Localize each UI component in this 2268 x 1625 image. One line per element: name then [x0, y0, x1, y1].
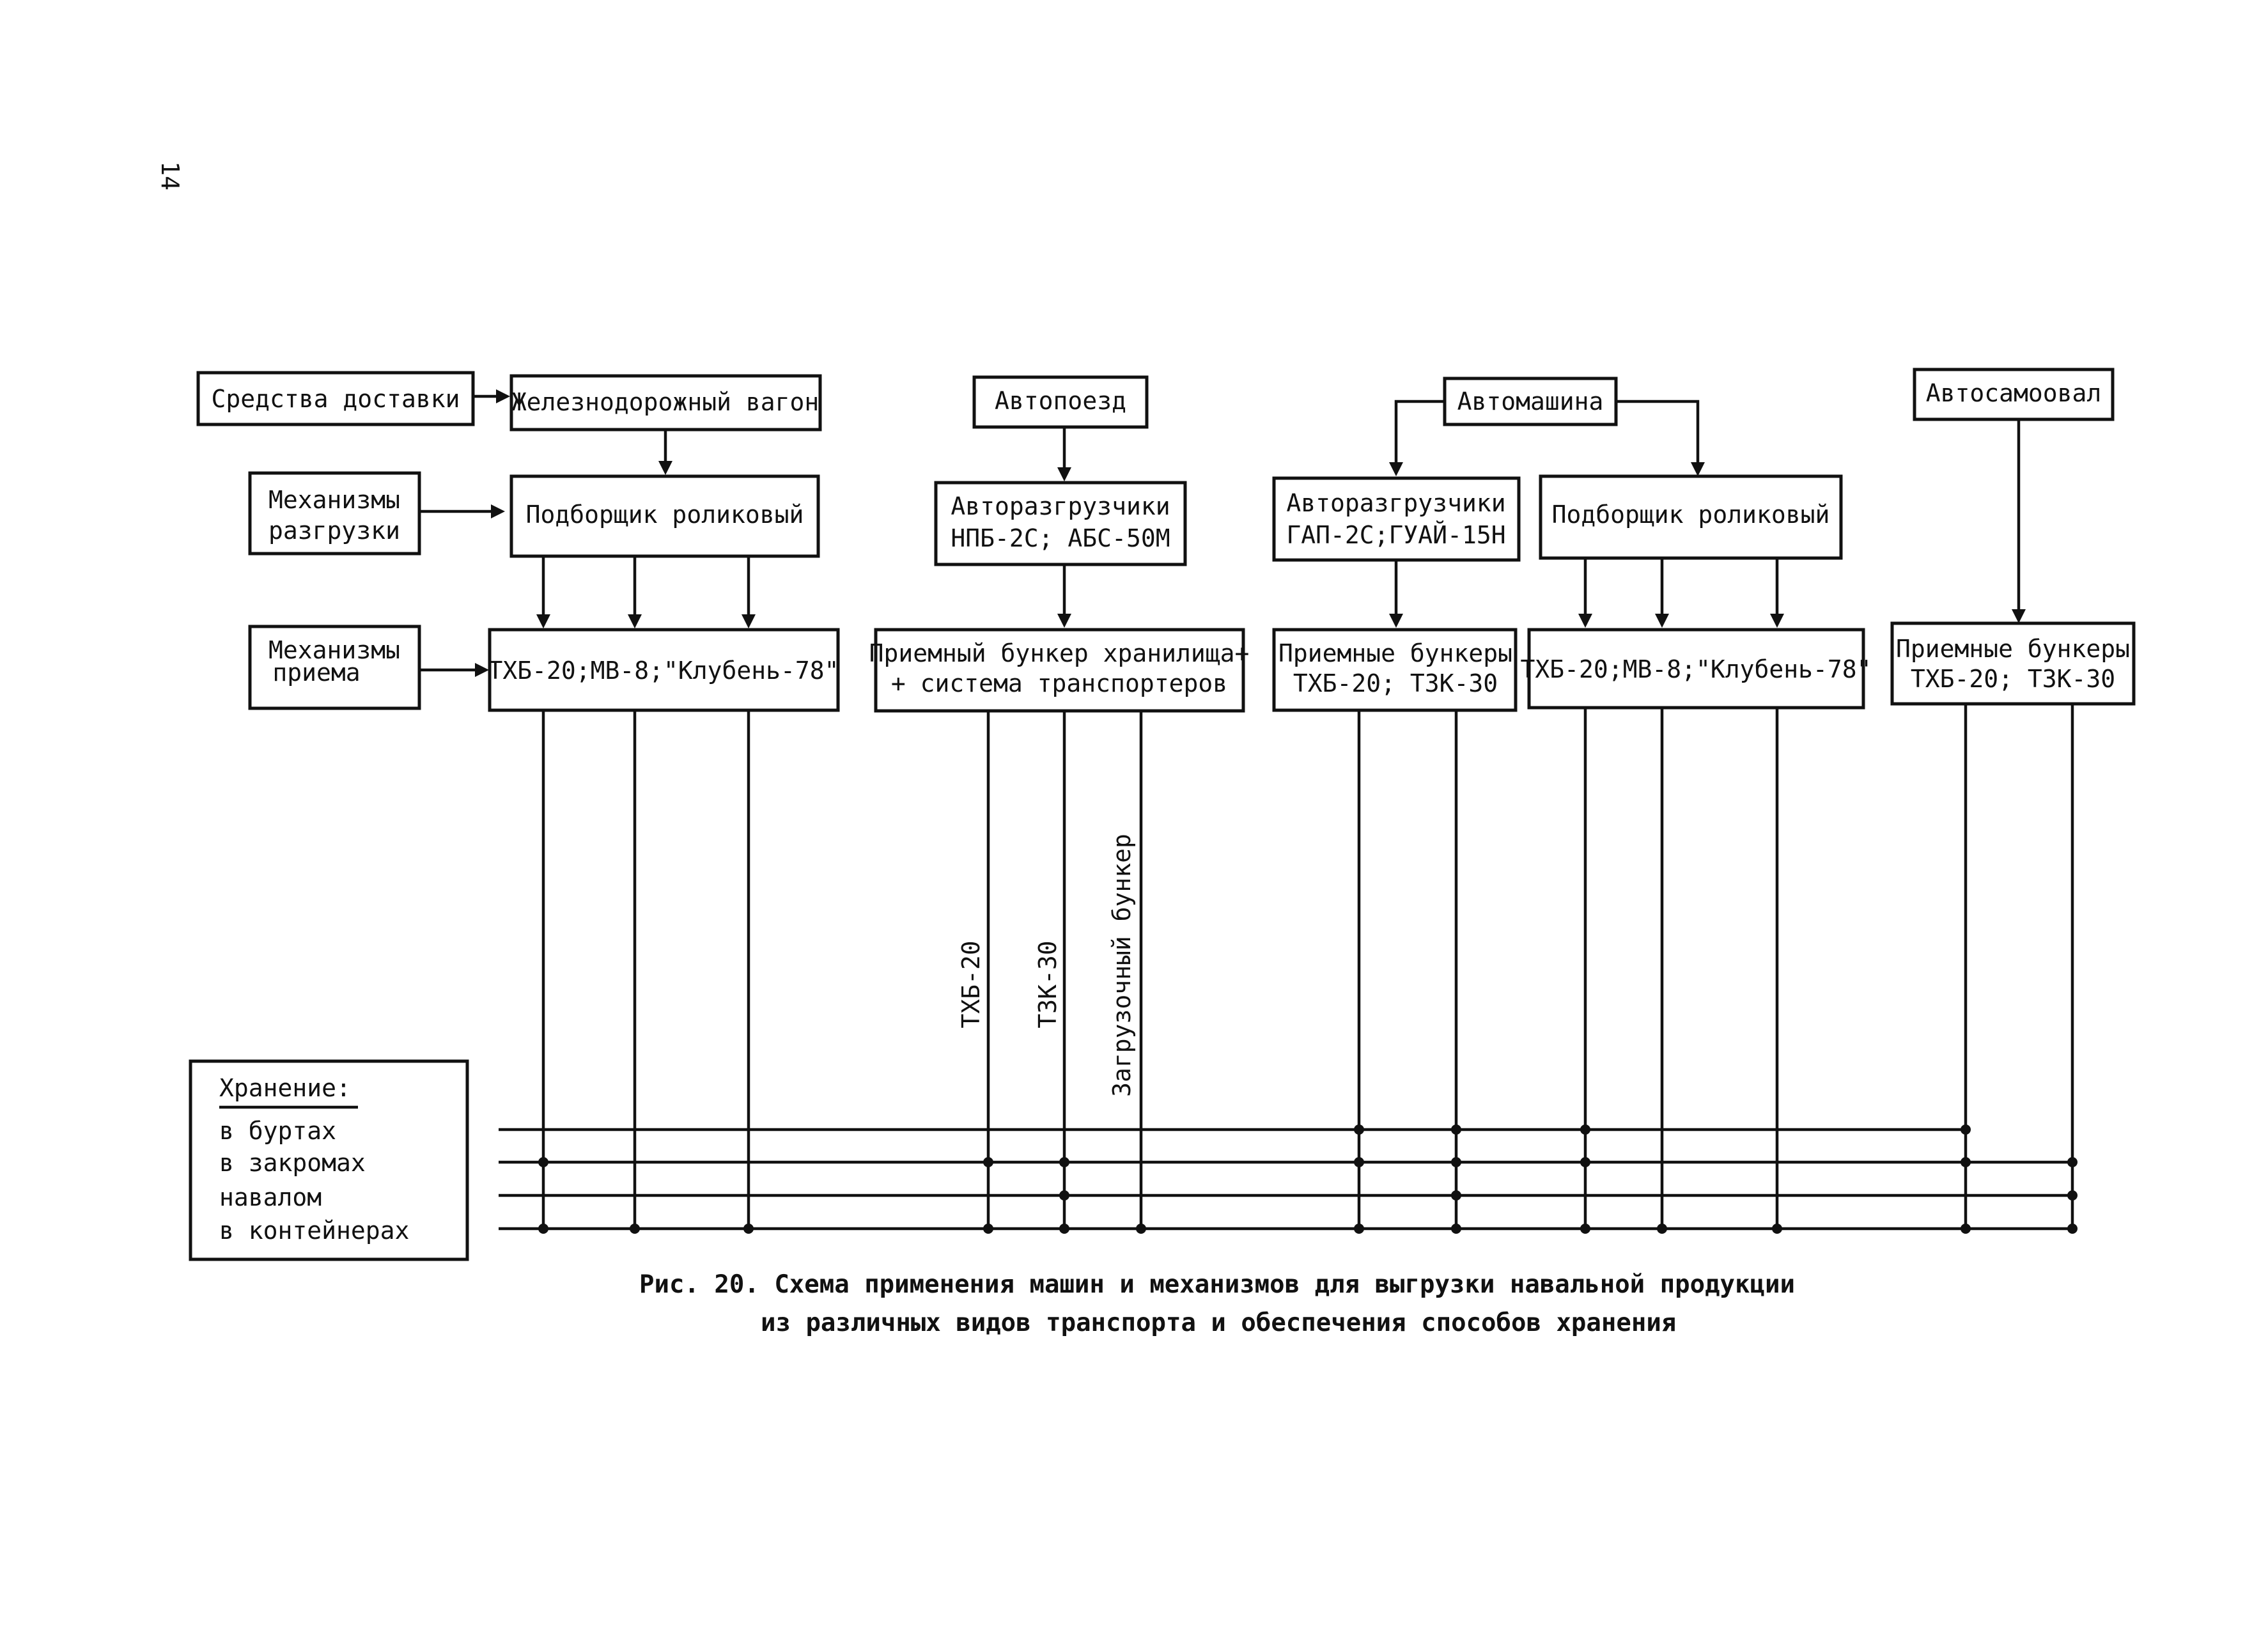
arrow-head	[658, 461, 672, 475]
junction-dot	[1961, 1224, 1971, 1234]
storage-title: Хранение:	[219, 1074, 351, 1102]
road-train-vehicle-label: Автопоезд	[995, 387, 1126, 415]
road-train-unloader-line1: Авторазгрузчики	[951, 492, 1170, 520]
legend-receiving-line2: приема	[272, 658, 360, 687]
road-train-unloader-line2: НПБ-2С; АБС-50М	[951, 524, 1170, 552]
junction-dot	[1451, 1124, 1461, 1135]
road-train-unloader-box	[934, 481, 1187, 566]
arrow-head	[742, 614, 756, 628]
arrow-head	[496, 389, 510, 403]
road-train-branch-2: ТЗК-30	[1034, 940, 1062, 1028]
junction-dot	[1354, 1157, 1364, 1167]
legend-receiving-box	[248, 625, 421, 710]
truck-receiver-b-box	[1527, 628, 1865, 710]
junction-dot	[2067, 1190, 2078, 1201]
junction-dot	[1580, 1157, 1590, 1167]
truck-unloader-b-label: Подборщик роликовый	[1552, 501, 1830, 529]
legend-receiving-line1: Механизмы	[268, 636, 400, 664]
road-train-branch-1: ТХБ-20	[957, 940, 985, 1028]
legend-delivery-box	[196, 371, 475, 426]
junction-dot	[1580, 1224, 1590, 1234]
junction-dot	[1772, 1224, 1782, 1234]
truck-unloader-a-line1: Авторазгрузчики	[1286, 489, 1505, 517]
junction-dot	[538, 1224, 548, 1234]
junction-dot	[1354, 1224, 1364, 1234]
road-train-receiver-line1: Приемный бункер хранилища+	[869, 639, 1250, 667]
truck-receiver-a-line1: Приемные бункеры	[1278, 639, 1512, 667]
truck-unloader-b-box	[1539, 474, 1843, 560]
road-train-branch-3: Загрузочный бункер	[1108, 834, 1136, 1097]
arrow-head	[1770, 614, 1784, 628]
junction-dot	[1451, 1224, 1461, 1234]
arrow-head	[2012, 609, 2026, 623]
rail-vehicle-label: Железнодорожный вагон	[512, 388, 819, 416]
truck-unloader-a-line2: ГАП-2С;ГУАЙ-15Н	[1286, 521, 1505, 549]
truck-receiver-a-box	[1272, 628, 1518, 712]
dump-truck-receiver-box	[1890, 621, 2136, 706]
legend-unloading-box	[248, 471, 421, 556]
junction-dot	[1354, 1124, 1364, 1135]
junction-dot	[630, 1224, 640, 1234]
figure-caption-line2: из различных видов транспорта и обеспече…	[761, 1309, 1676, 1337]
storage-box	[189, 1059, 469, 1261]
dump-truck-vehicle-label: Автосамоовал	[1926, 379, 2102, 407]
junction-dot	[1961, 1157, 1971, 1167]
arrow-head	[491, 504, 505, 518]
rail-receiver-label: ТХБ-20;МВ-8;"Клубень-78"	[488, 657, 839, 685]
dump-truck-receiver-line2: ТХБ-20; ТЗК-30	[1911, 665, 2115, 693]
junction-dot	[2067, 1157, 2078, 1167]
junction-dots	[538, 1124, 2078, 1234]
arrow-head	[1389, 614, 1403, 628]
truck-receiver-b-label: ТХБ-20;МВ-8;"Клубень-78"	[1520, 655, 1871, 683]
figure-caption-line1: Рис. 20. Схема применения машин и механи…	[639, 1270, 1795, 1299]
page-number: 14	[156, 161, 184, 190]
storage-method-3: навалом	[219, 1183, 322, 1211]
dump-truck-vehicle-box	[1913, 368, 2115, 421]
rail-unloader-box	[509, 474, 820, 558]
rail-receiver-box	[488, 628, 840, 712]
arrow-head	[1057, 614, 1071, 628]
junction-dot	[1059, 1157, 1069, 1167]
arrow-head	[628, 614, 642, 628]
arrow-head	[1691, 462, 1705, 476]
road-train-receiver-line2: + система транспортеров	[891, 669, 1227, 697]
truck-vehicle-label: Автомашина	[1457, 387, 1604, 416]
storage-method-1: в буртах	[219, 1117, 336, 1145]
rail-unloader-label: Подборщик роликовый	[526, 501, 804, 529]
junction-dot	[1059, 1224, 1069, 1234]
dump-truck-receiver-line1: Приемные бункеры	[1896, 635, 2130, 663]
storage-method-4: в контейнерах	[219, 1217, 409, 1245]
road-train-vehicle-box	[972, 375, 1149, 429]
storage-method-2: в закромах	[219, 1149, 366, 1177]
arrow-head	[475, 663, 489, 677]
truck-receiver-a-line2: ТХБ-20; ТЗК-30	[1293, 669, 1498, 697]
junction-dot	[1961, 1124, 1971, 1135]
truck-unloader-a-box	[1272, 476, 1521, 562]
arrow-head	[1655, 614, 1669, 628]
rail-vehicle-box	[509, 374, 822, 432]
junction-dot	[983, 1224, 993, 1234]
junction-dot	[1136, 1224, 1146, 1234]
junction-dot	[2067, 1224, 2078, 1234]
junction-dot	[983, 1157, 993, 1167]
arrow-head	[1057, 467, 1071, 481]
arrow-head	[1578, 614, 1592, 628]
junction-dot	[1657, 1224, 1667, 1234]
arrow-head	[1389, 462, 1403, 476]
road-train-receiver-box	[874, 628, 1245, 713]
junction-dot	[1451, 1157, 1461, 1167]
arrow-head	[536, 614, 550, 628]
junction-dot	[538, 1157, 548, 1167]
junction-dot	[1059, 1190, 1069, 1201]
junction-dot	[743, 1224, 754, 1234]
junction-dot	[1580, 1124, 1590, 1135]
legend-delivery-label: Средства доставки	[212, 385, 460, 413]
junction-dot	[1451, 1190, 1461, 1201]
